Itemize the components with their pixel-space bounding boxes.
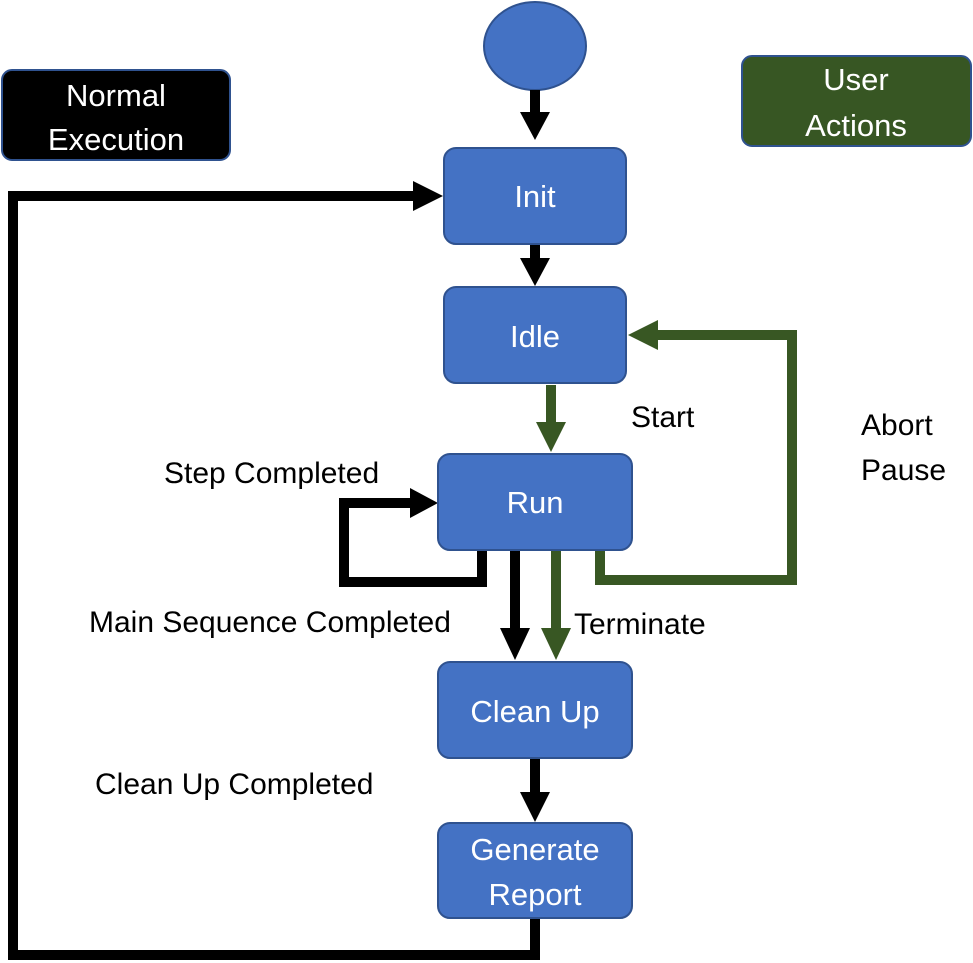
state-init-label: Init [514, 179, 556, 214]
edge-report-to-init [8, 191, 540, 960]
initial-state-node [483, 1, 587, 91]
label-start: Start [631, 401, 695, 434]
state-report-label-line1: Generate [470, 832, 599, 867]
arrowhead-cleanup-main [500, 628, 530, 660]
user-flow-arrowheads [536, 320, 658, 660]
label-cleanup-completed: Clean Up Completed [95, 768, 373, 801]
arrowhead-run [536, 422, 566, 452]
legend-user-actions: User Actions [741, 55, 972, 147]
label-abort: Abort [861, 409, 933, 442]
state-report-label-line2: Report [488, 877, 581, 912]
state-cleanup-label: Clean Up [470, 694, 599, 729]
state-init: Init [443, 147, 627, 245]
state-generate-report: Generate Report [437, 822, 633, 919]
label-pause: Pause [861, 454, 946, 487]
state-run: Run [437, 453, 633, 551]
arrowhead-init-return [413, 181, 443, 211]
state-idle-label: Idle [510, 319, 560, 354]
arrowhead-terminate [541, 628, 571, 660]
legend-user-line2: Actions [805, 108, 907, 143]
arrowhead-init [520, 112, 550, 140]
label-main-sequence-completed: Main Sequence Completed [89, 606, 451, 639]
state-cleanup: Clean Up [437, 661, 633, 759]
edge-run-to-idle-abort [595, 330, 797, 585]
arrowhead-idle [520, 258, 550, 286]
user-flow-edges [546, 330, 797, 630]
legend-normal-line2: Execution [48, 122, 184, 157]
state-run-label: Run [507, 485, 564, 520]
state-idle: Idle [443, 286, 627, 384]
label-terminate: Terminate [574, 608, 706, 641]
legend-user-line1: User [823, 62, 888, 97]
legend-normal-execution: Normal Execution [1, 69, 231, 161]
label-step-completed: Step Completed [164, 457, 379, 490]
normal-flow-arrowheads [410, 112, 550, 822]
legend-normal-line1: Normal [66, 78, 166, 113]
normal-flow-edges [8, 90, 540, 960]
arrowhead-report [520, 792, 550, 822]
arrowhead-step-loop [410, 488, 438, 518]
arrowhead-idle-return [628, 320, 658, 350]
edge-step-completed-loop [339, 498, 487, 587]
